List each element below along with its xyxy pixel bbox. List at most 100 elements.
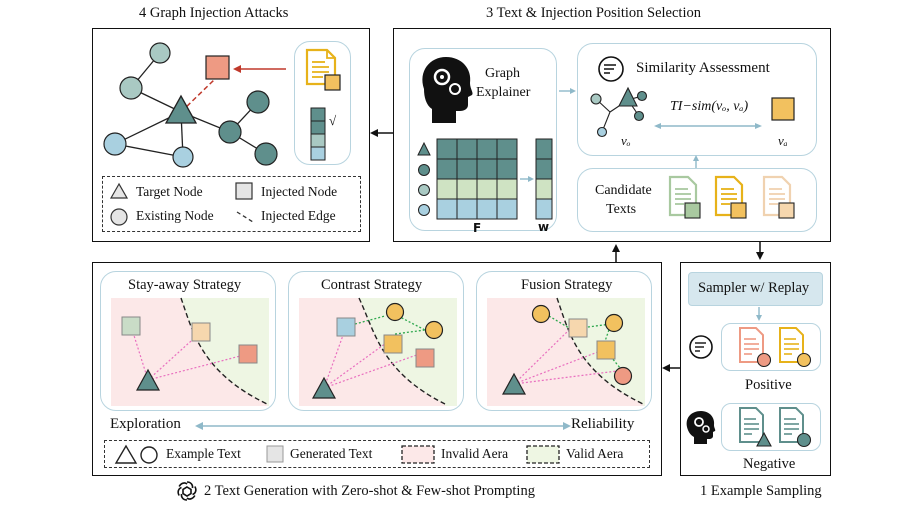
existing-node [218,120,242,144]
injected-text-box: √ [294,41,351,165]
arrow-candidates-to-similarity [693,155,699,168]
v-o-label: vₒ [621,133,631,148]
matrix-node-icon [418,184,430,196]
existing-node [119,76,143,100]
similarity-box: Similarity Assessment TI−sim(vₒ, vₐ) vₒ … [577,43,817,156]
arrow-selection-to-attacks [370,129,394,137]
legend-example-label: Example Text [166,446,241,461]
brain-gear-icon [686,411,716,444]
candidate-texts-box: Candidate Texts [577,168,817,232]
existing-node [149,42,171,64]
existing-node [172,146,194,168]
legend-circle-icon [110,208,128,226]
example-target-node [311,376,337,399]
candidate-doc-green-icon [668,175,701,219]
sampler-label: Sampler w/ Replay [698,280,810,296]
legend-invalid-label: Invalid Aera [441,446,509,461]
positive-label: Positive [745,377,792,393]
contrast-title: Contrast Strategy [321,277,423,293]
check-mark: √ [329,113,337,128]
legend-square-icon [235,182,253,200]
candidate-doc-orange-icon [714,175,747,219]
candidate-node-square [771,97,795,121]
legend-invalid-swatch [401,445,435,464]
target-node [164,94,198,124]
fusion-box: Fusion Strategy [476,271,652,411]
legend-generated-label: Generated Text [290,446,373,461]
example-target-node [135,368,161,391]
section-title-selection: 3 Text & Injection Position Selection [486,5,701,21]
stay-away-title: Stay-away Strategy [128,277,242,293]
generated-node [121,316,141,336]
generated-node [383,334,403,354]
generated-node [415,348,435,368]
generated-node [238,344,258,364]
reliability-label: Reliability [571,416,635,432]
matrix-f [436,138,518,220]
example-node [604,313,624,333]
legend-valid-swatch [526,445,560,464]
explainer-title-line1: Graph [485,66,520,81]
stay-away-box: Stay-away Strategy [100,271,276,411]
exploration-reliability-arrow [195,422,571,430]
matrix-target-icon [417,141,431,156]
mini-graph [590,86,648,138]
example-node [613,366,633,386]
arrow-sampler-down [756,307,762,321]
positive-doc-salmon-icon [739,327,772,368]
generation-panel: Stay-away Strategy Contrast Str [92,262,662,476]
sampler-box: Sampler w/ Replay [688,272,823,306]
generated-node [191,322,211,342]
candidate-title-line1: Candidate [595,183,652,198]
matrix-node-icon [418,164,430,176]
example-node [385,302,405,322]
boundary-curve [556,297,644,405]
brain-gear-icon [422,57,473,123]
legend-dashed-edge-icon [236,211,254,223]
legend-triangle-icon [114,444,138,464]
negative-label: Negative [743,456,796,472]
v-a-label: vₐ [778,133,788,148]
explainer-title-line2: Explainer [476,85,531,100]
legend-injected-edge-label: Injected Edge [261,208,336,223]
section-title-attacks: 4 Graph Injection Attacks [139,5,289,21]
matrix-node-icon [418,204,430,216]
legend-triangle-icon [109,182,129,199]
legend-circle-icon [140,446,158,464]
notes-icon [598,56,624,82]
attacks-panel: √ Target Node Injected Node Existing Nod… [92,28,370,242]
attack-graph [103,42,286,168]
section-title-sampling: 1 Example Sampling [700,483,822,499]
sampling-panel: Sampler w/ Replay Positive [680,262,831,476]
generated-node [336,317,356,337]
positive-box [721,323,821,371]
notes-icon [689,335,713,359]
negative-doc-teal2-icon [779,407,812,448]
generated-node [596,340,616,360]
existing-node [254,142,278,166]
matrix-f-label: F [473,221,482,235]
example-node [424,320,444,340]
example-target-node [501,372,527,395]
fusion-title: Fusion Strategy [521,277,613,293]
vector-w [535,138,553,220]
similarity-title: Similarity Assessment [636,60,770,76]
existing-node [103,132,127,156]
positive-doc-orange-icon [779,327,812,368]
legend-valid-label: Valid Aera [566,446,624,461]
section-title-generation: 2 Text Generation with Zero-shot & Few-s… [204,483,535,499]
generated-node [568,318,588,338]
negative-doc-teal-icon [739,407,772,447]
contrast-box: Contrast Strategy [288,271,464,411]
generation-legend: Example Text Generated Text Invalid Aera… [104,440,650,468]
exploration-label: Exploration [110,416,181,432]
selection-panel: Graph Explainer F w [393,28,831,242]
candidate-doc-beige-icon [762,175,795,219]
candidate-title-line2: Texts [606,202,637,217]
inject-arrow-head [233,65,241,73]
attack-legend: Target Node Injected Node Existing Node … [102,176,361,232]
legend-injected-node-label: Injected Node [261,184,338,199]
injected-node [205,55,230,80]
boundary-curve [180,297,268,405]
